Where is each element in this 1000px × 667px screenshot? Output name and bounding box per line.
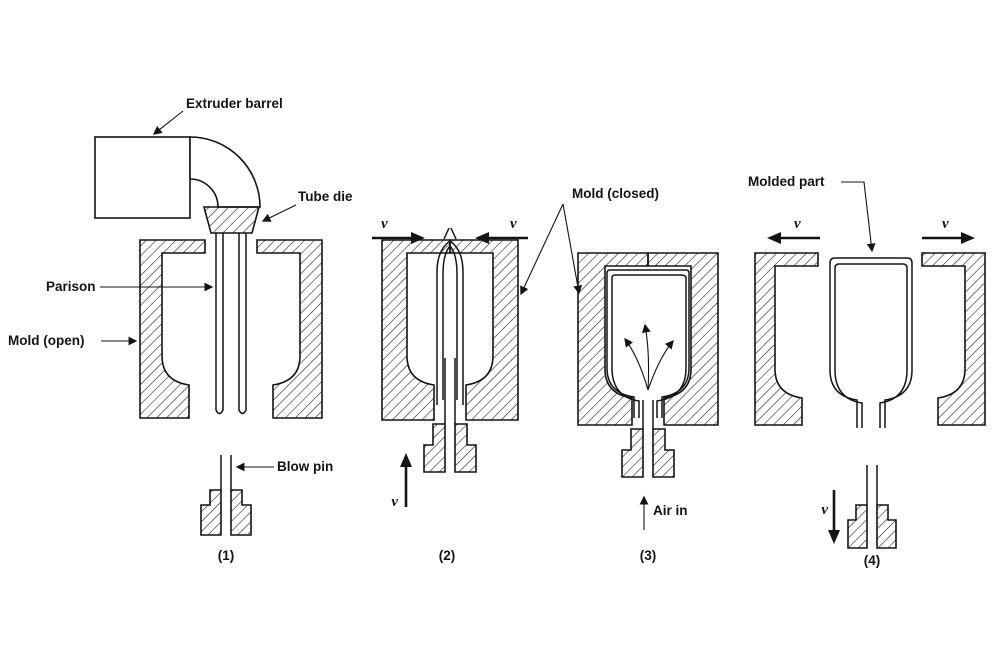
arrowhead-left-icon — [475, 232, 489, 244]
stage-3-number: (3) — [640, 548, 657, 563]
mold-left-half — [139, 239, 206, 419]
mold-closed-left-half — [381, 239, 451, 421]
arrowhead-up-icon — [400, 453, 412, 467]
velocity-label: v — [510, 216, 517, 232]
arrowhead-left-icon — [767, 232, 781, 244]
blow-pin-inserted — [621, 400, 675, 478]
extruder-barrel-label: Extruder barrel — [186, 96, 283, 111]
parison-label: Parison — [46, 279, 96, 294]
velocity-label: v — [381, 216, 388, 232]
inflated-part — [606, 269, 690, 418]
velocity-label: v — [794, 216, 801, 232]
velocity-label: v — [391, 494, 398, 510]
mold-closed-label-group: Mold (closed) — [520, 186, 659, 296]
air-arrow-center — [642, 323, 651, 391]
mold-open-left-half — [754, 252, 819, 426]
tube-die-leader — [261, 204, 297, 222]
extruder-elbow — [189, 136, 261, 208]
velocity-label: v — [821, 502, 828, 518]
air-in-label: Air in — [653, 503, 688, 518]
pinched-parison — [436, 227, 464, 405]
tube-die — [202, 206, 261, 234]
blow-pin-raised — [423, 358, 477, 473]
arrowhead-right-icon — [411, 232, 425, 244]
parison — [215, 233, 247, 415]
blow-pin-lowered — [847, 465, 897, 549]
mold-close-arrow-left: v — [372, 216, 425, 244]
mold-closed-left-half — [577, 252, 649, 426]
mold-open-halves — [139, 239, 323, 419]
molded-part-label: Molded part — [748, 174, 825, 189]
mold-closed-right-half — [449, 239, 519, 421]
mold-open-label: Mold (open) — [8, 333, 84, 348]
mold-open-right-half — [921, 252, 986, 426]
stage-1-number: (1) — [218, 548, 235, 563]
air-in-group: Air in — [639, 495, 688, 530]
stage-1: (1) — [94, 136, 323, 563]
stage-1-annotations: Extruder barrel Tube die Parison Mold (o… — [8, 96, 353, 474]
extruder-barrel — [94, 136, 191, 219]
mold-closed-leader-left — [520, 203, 564, 296]
pinch-tail — [443, 227, 457, 240]
mold-closed-leader-right — [562, 203, 583, 295]
tube-die-label: Tube die — [298, 189, 353, 204]
blow-pin-down-arrow: v — [821, 490, 840, 544]
velocity-label: v — [942, 216, 949, 232]
mold-open-arrow-left: v — [767, 216, 820, 244]
air-arrow-right — [647, 339, 674, 391]
molded-part-label-group: Molded part — [748, 174, 876, 253]
mold-closed-label: Mold (closed) — [572, 186, 659, 201]
blow-pin-up-arrow: v — [391, 453, 412, 510]
blow-pin — [200, 455, 252, 536]
air-flow-arrows — [624, 323, 674, 391]
molded-part — [829, 257, 913, 428]
mold-right-half — [256, 239, 323, 419]
stage-2-number: (2) — [439, 548, 456, 563]
arrowhead-right-icon — [961, 232, 975, 244]
blow-pin-label: Blow pin — [277, 459, 333, 474]
mold-closed-right-half — [647, 252, 719, 426]
air-arrow-left — [624, 337, 649, 391]
stage-4: v v v Molded part (4) — [748, 174, 986, 568]
mold-close-arrow-right: v — [475, 216, 528, 244]
stage-4-number: (4) — [864, 553, 881, 568]
arrowhead-down-icon — [828, 530, 840, 544]
stage-2: v v v (2) — [372, 216, 528, 563]
molded-part-leader — [841, 181, 876, 253]
mold-open-arrow-right: v — [922, 216, 975, 244]
stage-3: Air in (3) — [577, 252, 719, 563]
extruder-barrel-leader — [152, 110, 184, 135]
